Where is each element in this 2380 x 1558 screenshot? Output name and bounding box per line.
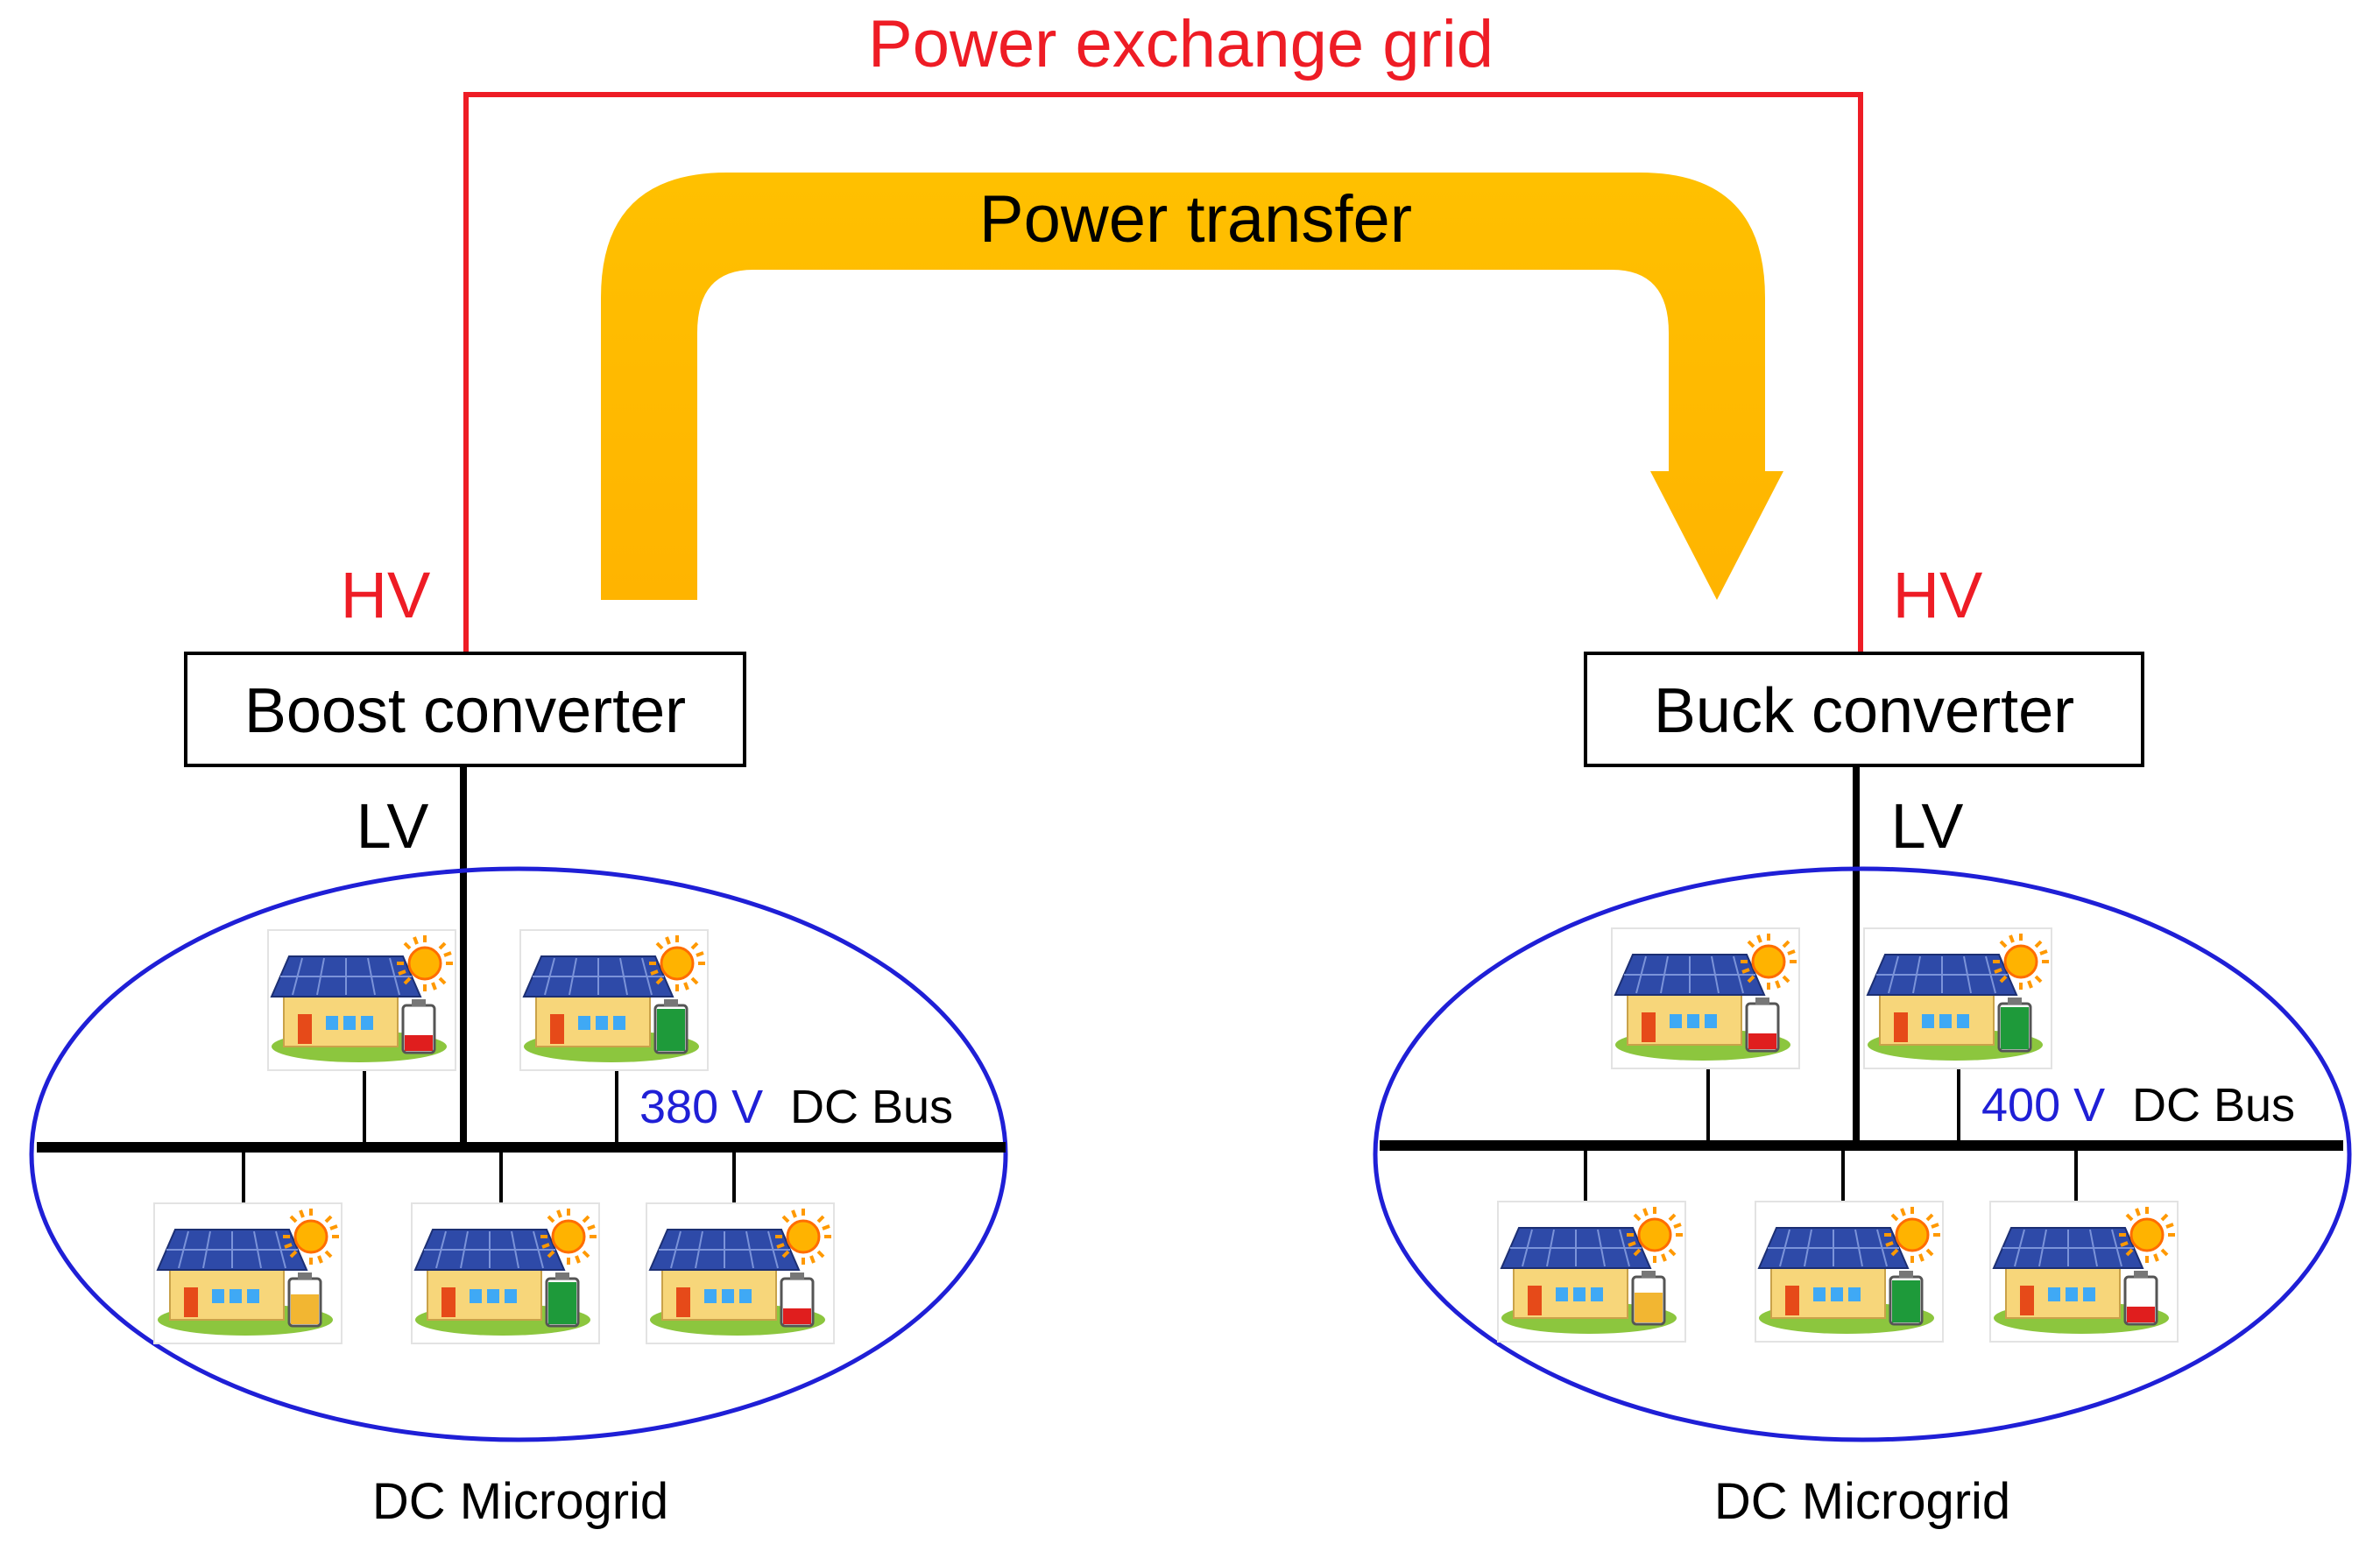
battery-icon xyxy=(1889,1271,1924,1326)
power-transfer-arrow xyxy=(601,173,1783,600)
right-microgrid-label: DC Microgrid xyxy=(1714,1473,2010,1530)
left-microgrid-boundary xyxy=(29,866,1008,1442)
right-bus-label: DC Bus xyxy=(2132,1079,2295,1131)
left-microgrid-label: DC Microgrid xyxy=(372,1473,668,1530)
house-solar-icon xyxy=(1863,927,2052,1069)
left-lv-label: LV xyxy=(357,792,429,862)
boost-converter-label: Boost converter xyxy=(244,676,686,746)
battery-icon xyxy=(545,1272,580,1328)
house-solar-icon xyxy=(1989,1201,2179,1343)
boost-converter-box xyxy=(184,652,746,767)
house-solar-icon xyxy=(267,929,456,1071)
battery-icon xyxy=(653,999,689,1054)
house-solar-icon xyxy=(519,929,709,1071)
right-lv-label: LV xyxy=(1891,792,1964,862)
house-solar-icon xyxy=(1755,1201,1944,1343)
power-transfer-label: Power transfer xyxy=(979,182,1412,257)
battery-icon xyxy=(2123,1271,2158,1326)
left-hv-label: HV xyxy=(341,559,431,631)
right-microgrid-boundary xyxy=(1373,866,2352,1442)
house-solar-icon xyxy=(1497,1201,1686,1343)
house-solar-icon xyxy=(646,1202,835,1344)
right-bus-voltage: 400 V xyxy=(1981,1079,2105,1131)
buck-converter-box xyxy=(1584,652,2144,767)
power-exchange-grid-title: Power exchange grid xyxy=(868,7,1494,81)
power-exchange-grid-line xyxy=(463,92,1863,652)
house-solar-icon xyxy=(1611,927,1800,1069)
house-solar-icon xyxy=(153,1202,343,1344)
right-hv-label: HV xyxy=(1893,559,1983,631)
buck-converter-label: Buck converter xyxy=(1654,676,2074,746)
left-bus-voltage: 380 V xyxy=(639,1081,763,1133)
battery-icon xyxy=(401,999,436,1054)
left-bus-label: DC Bus xyxy=(790,1081,953,1133)
house-solar-icon xyxy=(411,1202,600,1344)
battery-icon xyxy=(1745,998,1780,1053)
battery-icon xyxy=(1997,998,2032,1053)
battery-icon xyxy=(287,1272,322,1328)
battery-icon xyxy=(780,1272,815,1328)
battery-icon xyxy=(1631,1271,1666,1326)
